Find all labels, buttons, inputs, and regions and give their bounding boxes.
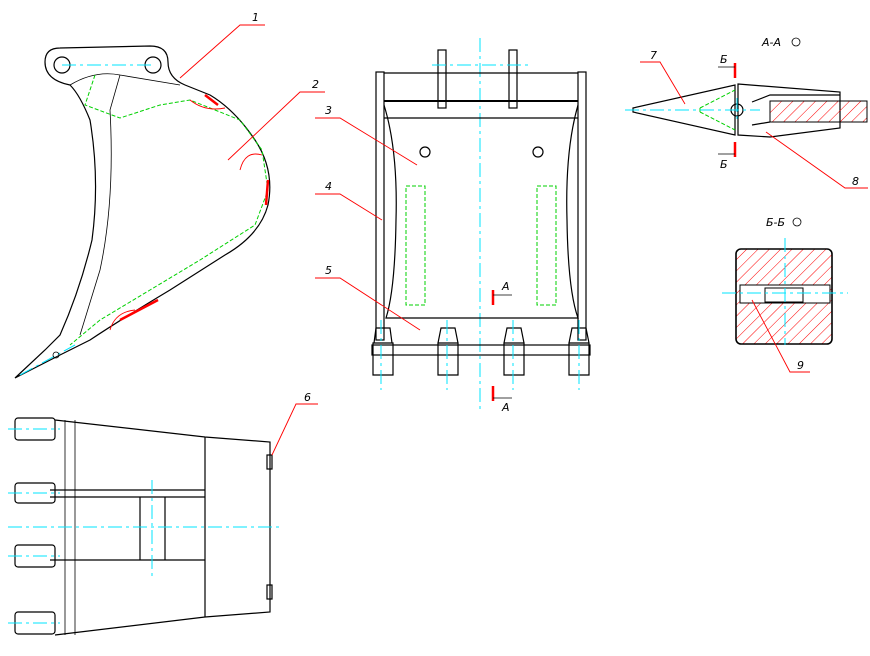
teeth [372, 327, 590, 376]
section-b-b: Б-Б 9 [722, 216, 848, 373]
callout-9: 9 [797, 359, 804, 372]
section-a-a: А-А Б Б 7 8 [625, 36, 868, 189]
callout-8: 8 [852, 175, 859, 188]
callout-5: 5 [325, 264, 332, 277]
plan-view: 6 [8, 391, 318, 636]
cut-mark-a-top: А [501, 280, 510, 293]
callout-7: 7 [650, 49, 657, 62]
section-aa-title: А-А [761, 36, 781, 49]
section-bb-title: Б-Б [766, 216, 785, 229]
callout-2: 2 [312, 78, 319, 91]
cut-mark-b-bottom: Б [720, 158, 728, 171]
plan-teeth [14, 417, 56, 635]
callout-1: 1 [252, 11, 259, 24]
callout-6: 6 [304, 391, 311, 404]
cut-mark-a-bottom: А [501, 401, 510, 414]
hatched-adapter [769, 100, 868, 123]
ear-plate [508, 49, 518, 109]
callout-3: 3 [325, 104, 332, 117]
callout-4: 4 [325, 180, 332, 193]
front-view: А А 3 4 5 [315, 38, 591, 414]
cut-mark-b-top: Б [720, 53, 728, 66]
ear-plate [437, 49, 447, 109]
side-view: 1 2 [14, 11, 325, 379]
tooth-7 [632, 84, 736, 136]
